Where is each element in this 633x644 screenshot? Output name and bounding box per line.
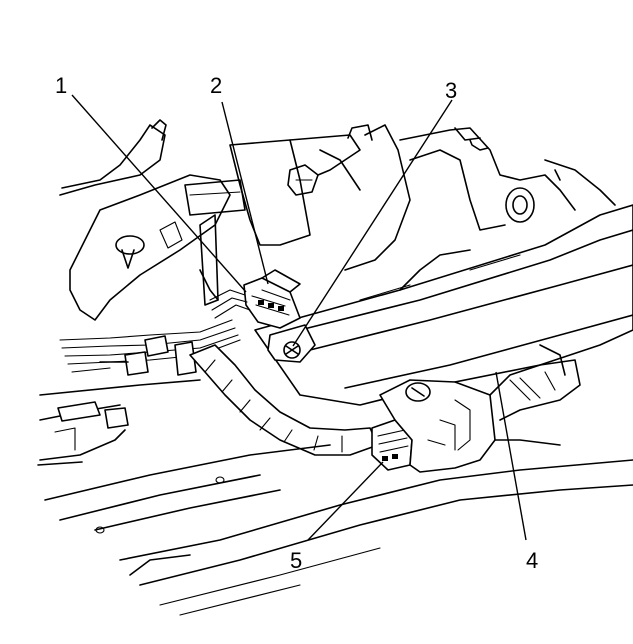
upper-center-bracket (229, 124, 411, 271)
lower-floor (37, 379, 633, 616)
callout-3: 3 (445, 78, 457, 103)
callout-4: 4 (526, 548, 538, 573)
callout-5: 5 (290, 548, 302, 573)
leader-1 (71, 94, 247, 293)
callout-2: 2 (210, 73, 222, 98)
clip-3 (267, 324, 316, 363)
module-4 (379, 344, 581, 473)
leader-lines (71, 94, 527, 541)
leader-5 (307, 461, 384, 541)
callout-1: 1 (55, 73, 67, 98)
leader-4 (495, 371, 527, 541)
leader-3 (292, 99, 453, 347)
cross-beam (254, 204, 633, 406)
callout-labels: 1 2 3 4 5 (55, 73, 538, 573)
wire-bundle (59, 269, 251, 376)
connector-5 (371, 419, 413, 471)
leader-2 (221, 101, 269, 285)
upper-left-panel (59, 119, 246, 321)
connector-2 (243, 269, 301, 329)
upper-right-structure (399, 127, 616, 231)
